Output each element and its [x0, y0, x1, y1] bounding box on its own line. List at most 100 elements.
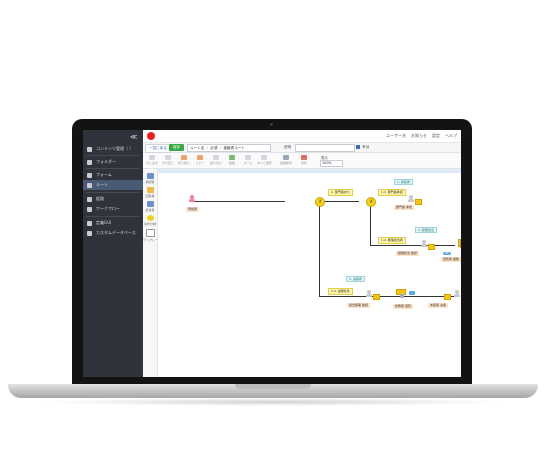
assignee-icon	[146, 201, 154, 207]
docs-label: 回覧者 複数	[441, 257, 461, 262]
sidebar-item-content[interactable]: コンテンツ管理（ ）	[83, 144, 143, 154]
palette-template[interactable]: テンプレート	[143, 229, 161, 242]
approver-icon	[146, 173, 154, 179]
sidebar-item-workflow[interactable]: ワークフロー	[83, 204, 143, 214]
group-node[interactable]	[400, 293, 410, 300]
cut-button[interactable]: 切り取り	[177, 155, 191, 165]
camera	[270, 123, 273, 126]
approval-badge	[373, 294, 380, 300]
tool-label: 条件	[300, 161, 307, 165]
approver-label-2: 経理担当 確認	[396, 251, 419, 256]
close-icon	[301, 155, 307, 160]
route-name-field[interactable]: ルート名 ・ 必須 ・ 稟議書ルート	[187, 144, 271, 152]
sidebar-item-folder[interactable]: フォルダー	[83, 157, 143, 167]
condition-icon	[146, 215, 154, 221]
approver-node-4[interactable]	[454, 290, 460, 297]
palette-label: テンプレート	[143, 238, 161, 242]
connector-line	[370, 245, 455, 246]
auto-arrange-button[interactable]: 自動整列	[279, 155, 293, 165]
select-all-button[interactable]: すべて選択	[257, 155, 272, 165]
zoom-icon	[245, 155, 251, 160]
approval-badge	[415, 199, 422, 205]
save-button[interactable]: 保存	[169, 144, 184, 151]
workflow-icon	[87, 206, 92, 212]
back-button[interactable]: 一覧に戻る	[145, 144, 171, 153]
sidebar-item-database[interactable]: カスタムデータベース	[83, 228, 143, 238]
laptop-shadow	[40, 398, 506, 406]
route-canvas[interactable]: 申請者 if if 1. 部門長あり 1-1. 部門長承認 1-2. 経理担当者…	[158, 169, 461, 377]
paste-button[interactable]: 貼り付け	[209, 155, 223, 165]
copy-icon	[197, 155, 203, 160]
app-display: ≪ コンテンツ管理（ ） フォルダー フォーム ルート 経路 ワークフロー 定義…	[83, 130, 461, 377]
form-icon	[87, 172, 92, 178]
person-icon	[190, 195, 194, 199]
approver-node-1[interactable]	[408, 195, 414, 202]
group-member	[400, 294, 404, 298]
approver-label-5: 本部長 決裁	[428, 303, 448, 308]
approver-node-2[interactable]	[421, 240, 427, 247]
palette-approver[interactable]: 承認者	[143, 173, 157, 184]
connector-line	[319, 296, 459, 297]
palette-circulator[interactable]: 回覧者	[143, 187, 157, 198]
person-icon	[422, 240, 426, 244]
approver-node-3[interactable]	[366, 290, 372, 297]
step-tag-2: 2. 経理担当	[415, 227, 437, 233]
home-icon	[87, 146, 92, 152]
applicant-label: 申請者	[186, 207, 200, 212]
zoom-button[interactable]: ズーム	[241, 155, 255, 165]
route-form-row: 一覧に戻る 保存 ルート名 ・ 必須 ・ 稟議書ルート 説明 有効	[143, 143, 461, 153]
memo-label: 説明	[284, 145, 292, 149]
condition-label-4: 1-3. 金額条件	[328, 288, 353, 295]
folder-icon	[87, 159, 92, 165]
arrange-icon	[283, 155, 289, 160]
sidebar-item-label: フォーム	[96, 172, 112, 177]
header-links: ユーザー名 お知らせ 設定 ヘルプ	[386, 133, 457, 139]
copy-button[interactable]: コピー	[193, 155, 207, 165]
circulation-docs-icon[interactable]	[458, 239, 461, 248]
settings-link[interactable]: 設定	[432, 133, 440, 138]
laptop-notch	[235, 384, 311, 389]
condition-button[interactable]: 条件	[297, 155, 311, 165]
sidebar-item-definition[interactable]: 定義GUI	[83, 218, 143, 228]
valid-checkbox[interactable]	[356, 145, 360, 149]
sidebar-item-route[interactable]: ルート	[83, 180, 143, 190]
palette-condition[interactable]: 条件分岐	[143, 215, 157, 226]
cut-icon	[181, 155, 187, 160]
collapse-sidebar-icon[interactable]: ≪	[130, 133, 138, 141]
sidebar-item-form[interactable]: フォーム	[83, 170, 143, 180]
applicant-node[interactable]	[189, 195, 195, 202]
delete-tool-button[interactable]: 削除	[225, 155, 239, 165]
tool-label: コピー	[195, 161, 205, 165]
notice-link[interactable]: お知らせ	[411, 133, 427, 138]
help-link[interactable]: ヘルプ	[445, 133, 457, 138]
database-icon	[87, 230, 92, 236]
route-icon	[87, 182, 92, 188]
if-node-1[interactable]: if	[315, 197, 325, 207]
top-header: ユーザー名 お知らせ 設定 ヘルプ	[143, 130, 461, 143]
condition-label-3: 1-2. 経理担当者	[378, 237, 406, 244]
if-node-2[interactable]: if	[366, 197, 376, 207]
sidebar-item-label: カスタムデータベース	[96, 230, 136, 235]
doc-sheet	[458, 239, 461, 247]
redo-button[interactable]: やり直し	[161, 155, 175, 165]
person-icon	[367, 290, 371, 294]
zoom-select[interactable]: 100%	[320, 160, 343, 167]
undo-button[interactable]: 元に戻す	[145, 155, 159, 165]
person-body	[189, 199, 195, 202]
sidebar-divider	[86, 192, 140, 193]
user-link[interactable]: ユーザー名	[386, 133, 407, 138]
person-icon	[409, 195, 413, 199]
sidebar-item-path[interactable]: 経路	[83, 194, 143, 204]
palette-assignee[interactable]: 担当者	[143, 201, 157, 212]
sidebar-item-label: コンテンツ管理（ ）	[96, 146, 134, 151]
sidebar-item-label: ルート	[96, 182, 108, 187]
step-tag-1: 1. 承認者	[394, 179, 413, 185]
approver-label-4: 総務部 回覧	[393, 304, 413, 309]
laptop-base	[8, 384, 538, 398]
zoom-label: 表示	[321, 156, 328, 160]
memo-field[interactable]	[295, 144, 355, 152]
connector-line	[195, 201, 285, 202]
tool-label: やり直し	[161, 161, 174, 165]
person-body	[454, 294, 460, 297]
connector-line	[370, 201, 371, 245]
